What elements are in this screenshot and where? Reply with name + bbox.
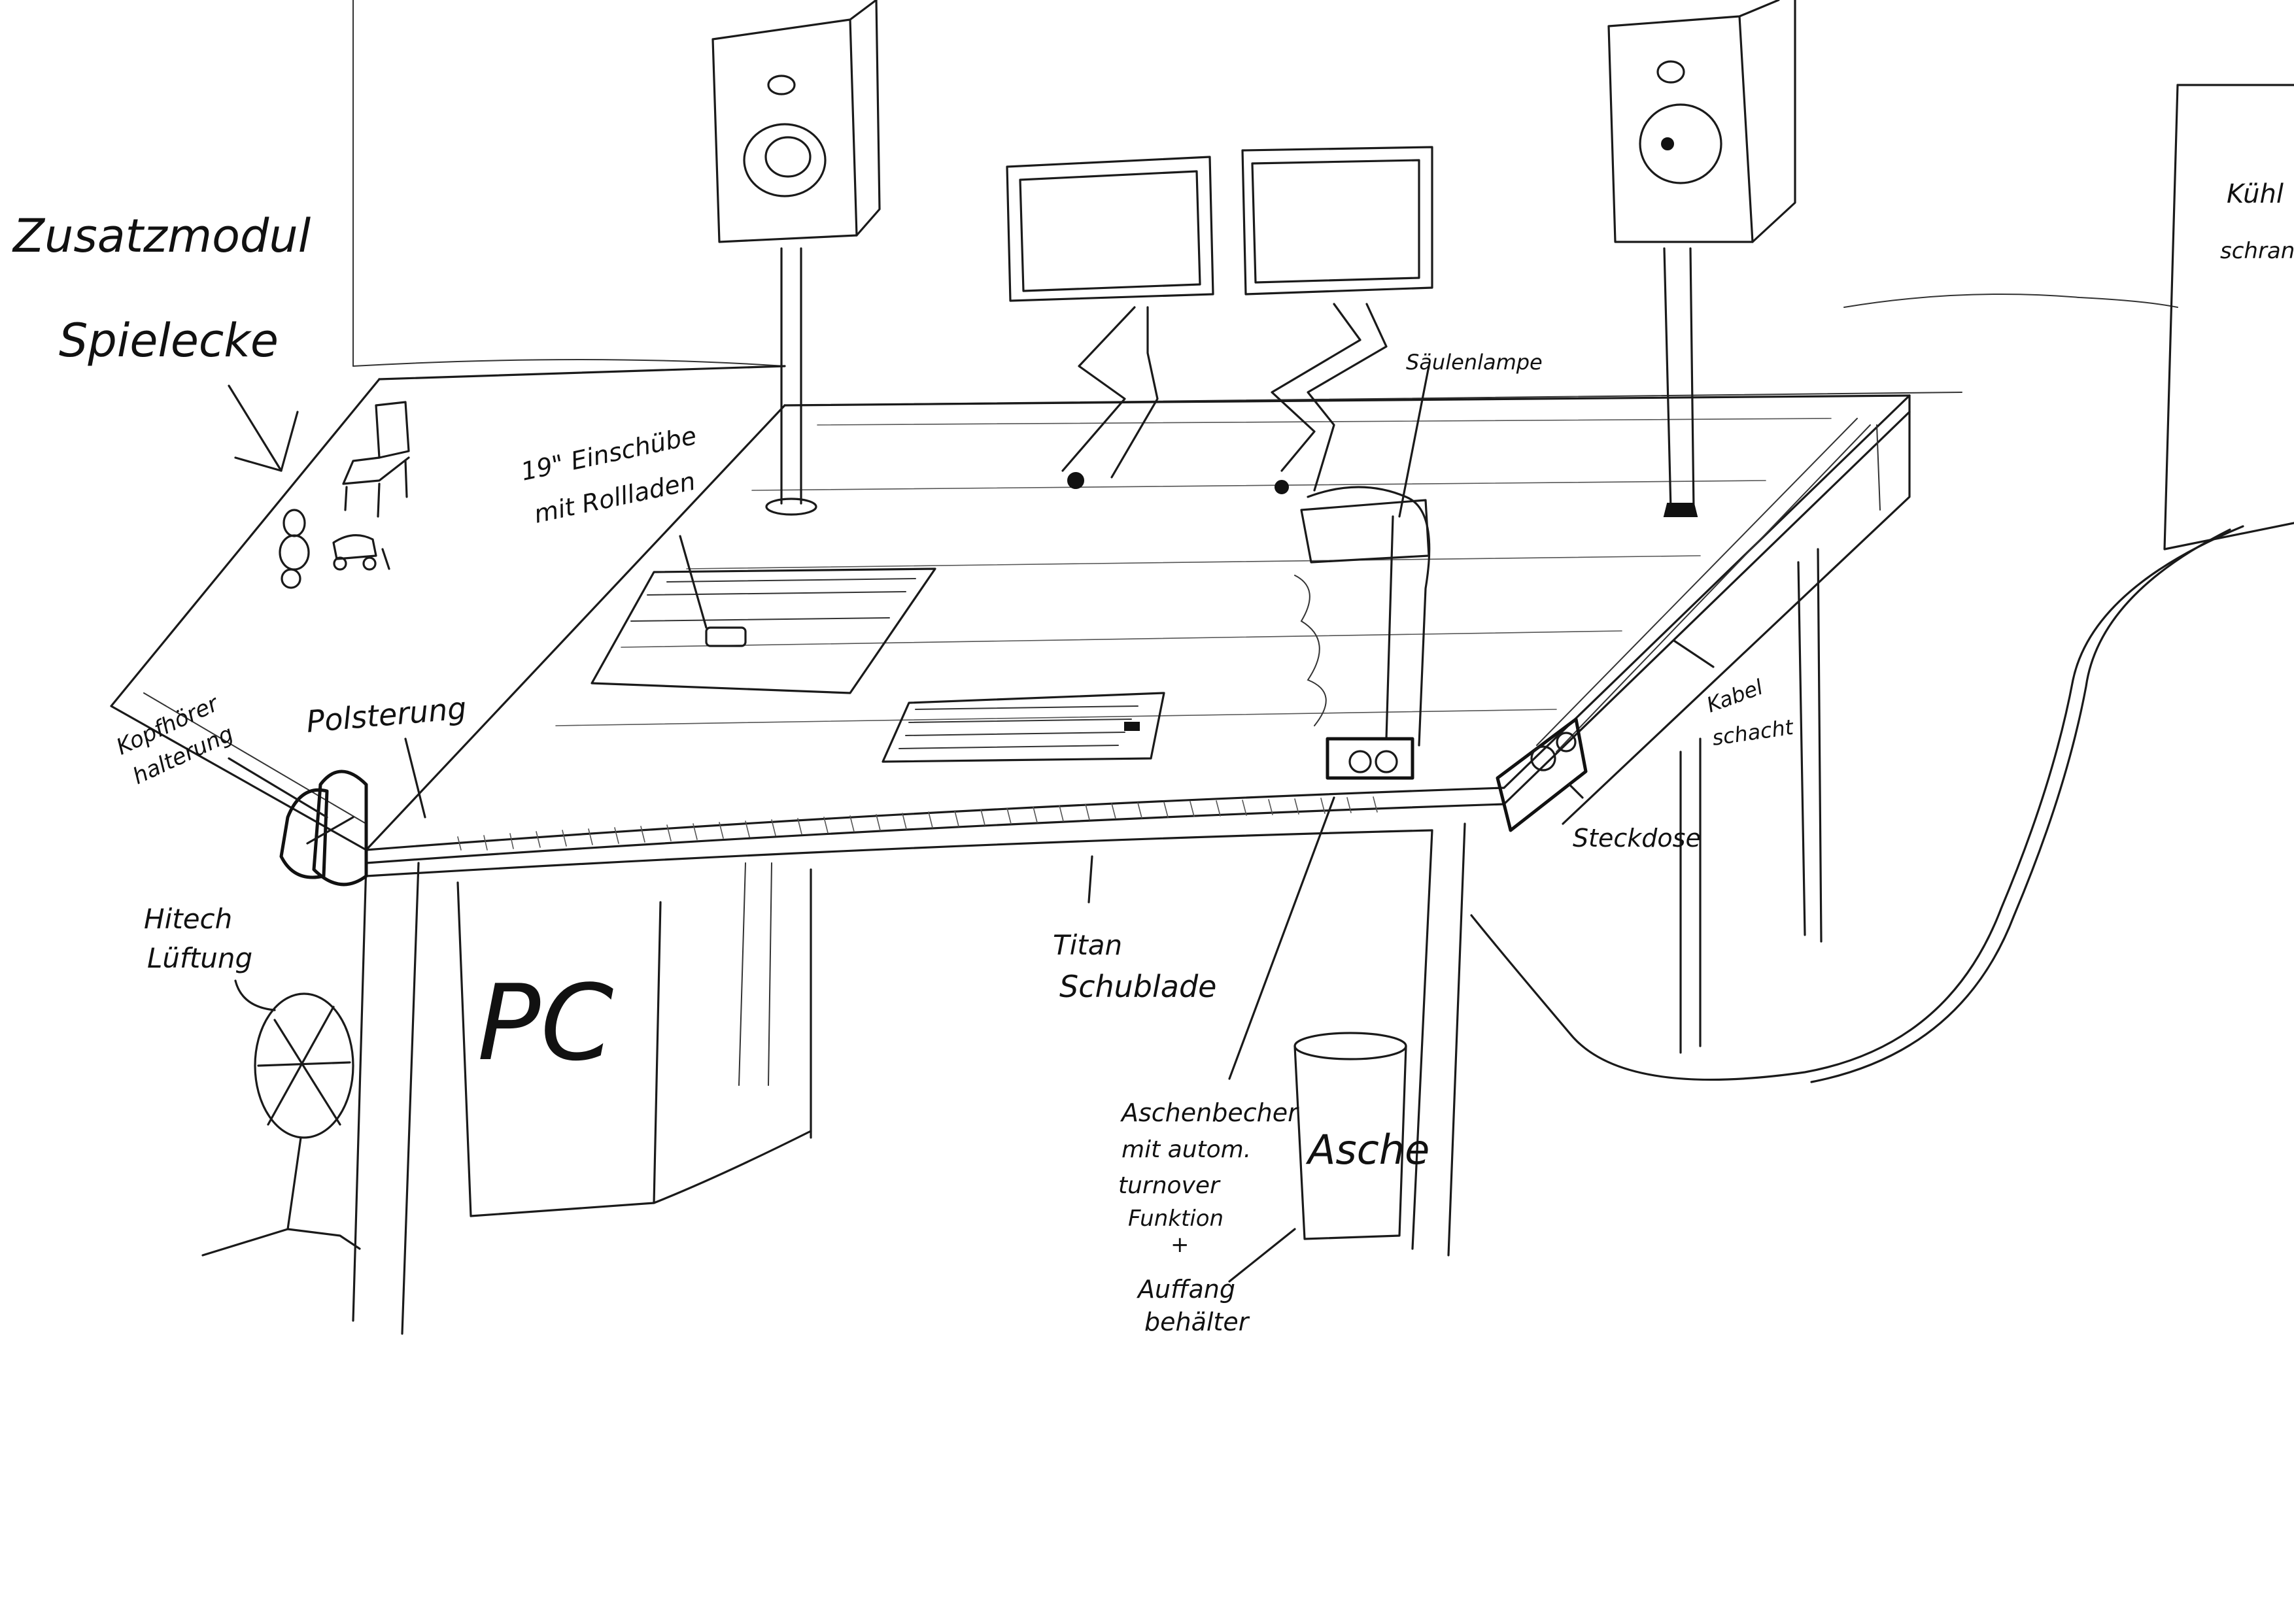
label-aschenbecher-2: mit autom.: [1121, 1136, 1251, 1163]
rack-inserts: [591, 567, 936, 694]
ashtray-top: [1326, 737, 1414, 780]
desk-legs: [352, 548, 1823, 1335]
monitor-right: [1241, 146, 1433, 494]
label-steckdose: Steckdose: [1573, 824, 1701, 853]
room-lines: [352, 0, 2178, 406]
toy-figures-icon: [279, 509, 390, 589]
label-aschenbecher-4: Funktion: [1128, 1206, 1224, 1232]
headphones-icon: [279, 770, 368, 887]
column-lamp: [1294, 486, 1431, 747]
fridge: [2163, 84, 2294, 550]
label-asche: Asche: [1305, 1126, 1429, 1174]
speaker-left: [711, 0, 881, 516]
label-aschenbecher-5: +: [1171, 1232, 1190, 1258]
ash-bin: [1293, 1032, 1407, 1240]
speaker-right: [1607, 0, 1796, 517]
pc-tower: [456, 868, 812, 1217]
power-cable: [1470, 525, 2244, 1083]
label-kabel-1: Kabel: [1703, 675, 1766, 718]
keyboard: [882, 692, 1165, 763]
leader-lines: [228, 365, 1715, 1283]
label-aschenbecher-3: turnover: [1118, 1172, 1221, 1199]
side-module: [110, 365, 786, 851]
label-hitech-1: Hitech: [144, 903, 232, 935]
label-spielecke: Spielecke: [59, 314, 279, 367]
chair-icon: [342, 401, 410, 518]
label-aschenbecher-7: behälter: [1144, 1308, 1250, 1336]
label-saeule: Säulenlampe: [1406, 350, 1543, 375]
label-zusatzmodul: Zusatzmodul: [12, 209, 311, 263]
label-kuehl-2: schrank: [2220, 238, 2294, 264]
label-aschenbecher-6: Auffang: [1136, 1275, 1235, 1304]
label-kabel-2: schacht: [1711, 715, 1796, 751]
label-polsterung: Polsterung: [305, 690, 468, 739]
label-titan-2: Schublade: [1059, 969, 1216, 1004]
label-aschenbecher-1: Aschenbecher: [1120, 1098, 1299, 1127]
power-socket: [1496, 717, 1588, 832]
arrow-down-left-icon: [228, 384, 299, 472]
label-hitech-2: Lüftung: [147, 942, 252, 974]
label-kuehl-1: Kühl: [2227, 179, 2284, 209]
monitor-left: [1006, 156, 1214, 489]
fan-icon: [201, 992, 361, 1257]
label-pc: PC: [477, 962, 613, 1084]
label-titan-1: Titan: [1053, 929, 1122, 961]
